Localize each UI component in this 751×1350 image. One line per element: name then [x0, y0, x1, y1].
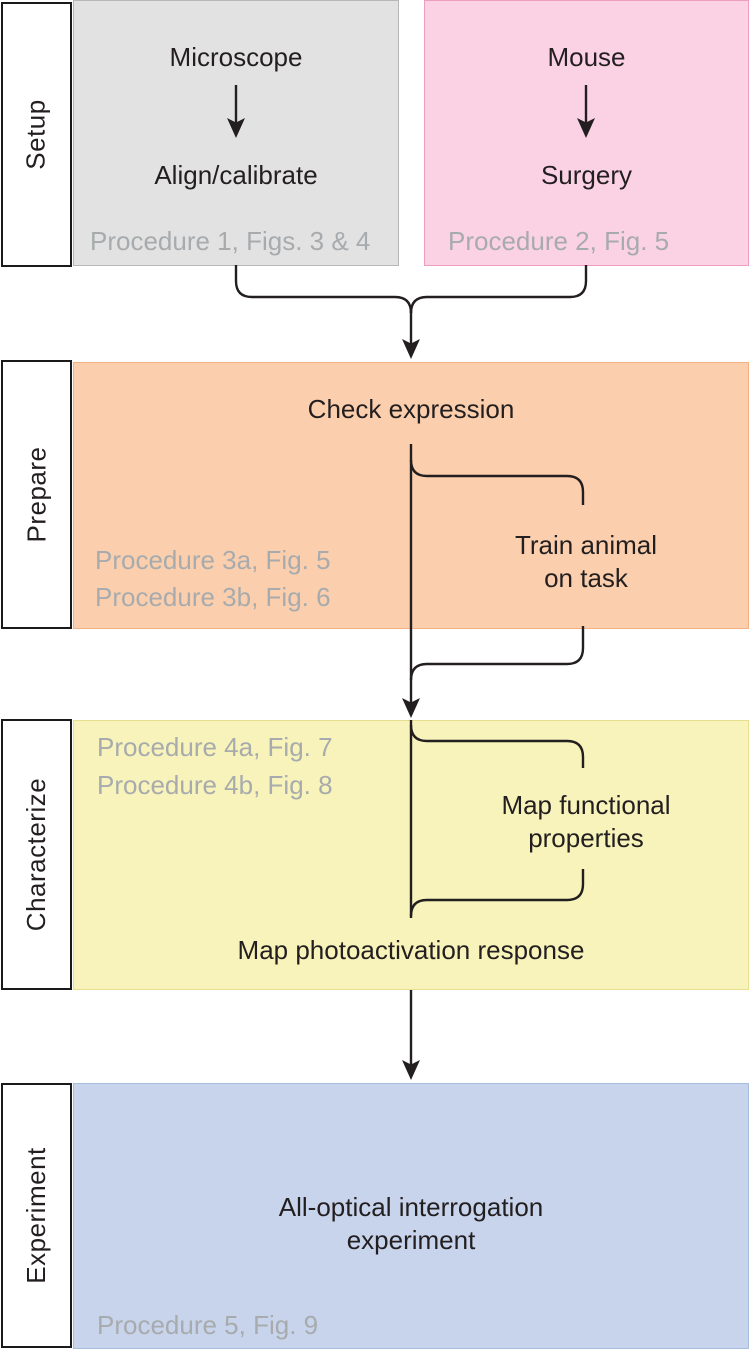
all-optical-step: All-optical interrogation experiment — [73, 1191, 749, 1257]
procedure-2-ref: Procedure 2, Fig. 5 — [448, 226, 670, 256]
stage-label-characterize: Characterize — [1, 719, 72, 990]
experiment-arrow-icon — [402, 1060, 420, 1080]
prepare-arrow-icon — [402, 698, 420, 718]
procedure-3a-ref: Procedure 3a, Fig. 5 — [95, 545, 331, 575]
stage-label-setup: Setup — [1, 2, 72, 267]
map-functional-step: Map functional properties — [436, 789, 736, 855]
procedure-1-ref: Procedure 1, Figs. 3 & 4 — [90, 226, 371, 256]
train-branch-return-connector — [409, 626, 585, 681]
stage-label-experiment: Experiment — [1, 1083, 72, 1348]
map-photoactivation-step: Map photoactivation response — [237, 935, 585, 965]
train-animal-line1: Train animal — [514, 530, 658, 560]
merge-right-connector — [409, 265, 588, 314]
procedure-4a-ref: Procedure 4a, Fig. 7 — [97, 732, 333, 762]
all-optical-line1: All-optical interrogation — [278, 1192, 544, 1222]
microscope-step: Microscope — [169, 42, 303, 72]
merge-arrow-icon — [402, 339, 420, 359]
procedure-3b-ref: Procedure 3b, Fig. 6 — [95, 582, 331, 612]
all-optical-line2: experiment — [346, 1225, 476, 1255]
check-expression-step: Check expression — [307, 394, 515, 424]
experiment-box — [73, 1083, 749, 1349]
map-functional-line1: Map functional — [501, 790, 671, 820]
surgery-step: Surgery — [540, 160, 633, 190]
stage-label-characterize-text: Characterize — [21, 777, 51, 932]
stage-label-prepare: Prepare — [1, 360, 72, 629]
train-animal-step: Train animal on task — [436, 529, 736, 595]
stage-label-setup-text: Setup — [21, 99, 52, 170]
map-functional-line2: properties — [528, 823, 644, 853]
merge-left-connector — [234, 265, 413, 314]
procedure-4b-ref: Procedure 4b, Fig. 8 — [97, 770, 333, 800]
procedure-5-ref: Procedure 5, Fig. 9 — [97, 1310, 319, 1340]
stage-label-prepare-text: Prepare — [21, 446, 51, 543]
align-calibrate-step: Align/calibrate — [154, 160, 318, 190]
stage-label-experiment-text: Experiment — [21, 1147, 51, 1284]
mouse-step: Mouse — [547, 42, 626, 72]
train-animal-line2: on task — [544, 563, 628, 593]
